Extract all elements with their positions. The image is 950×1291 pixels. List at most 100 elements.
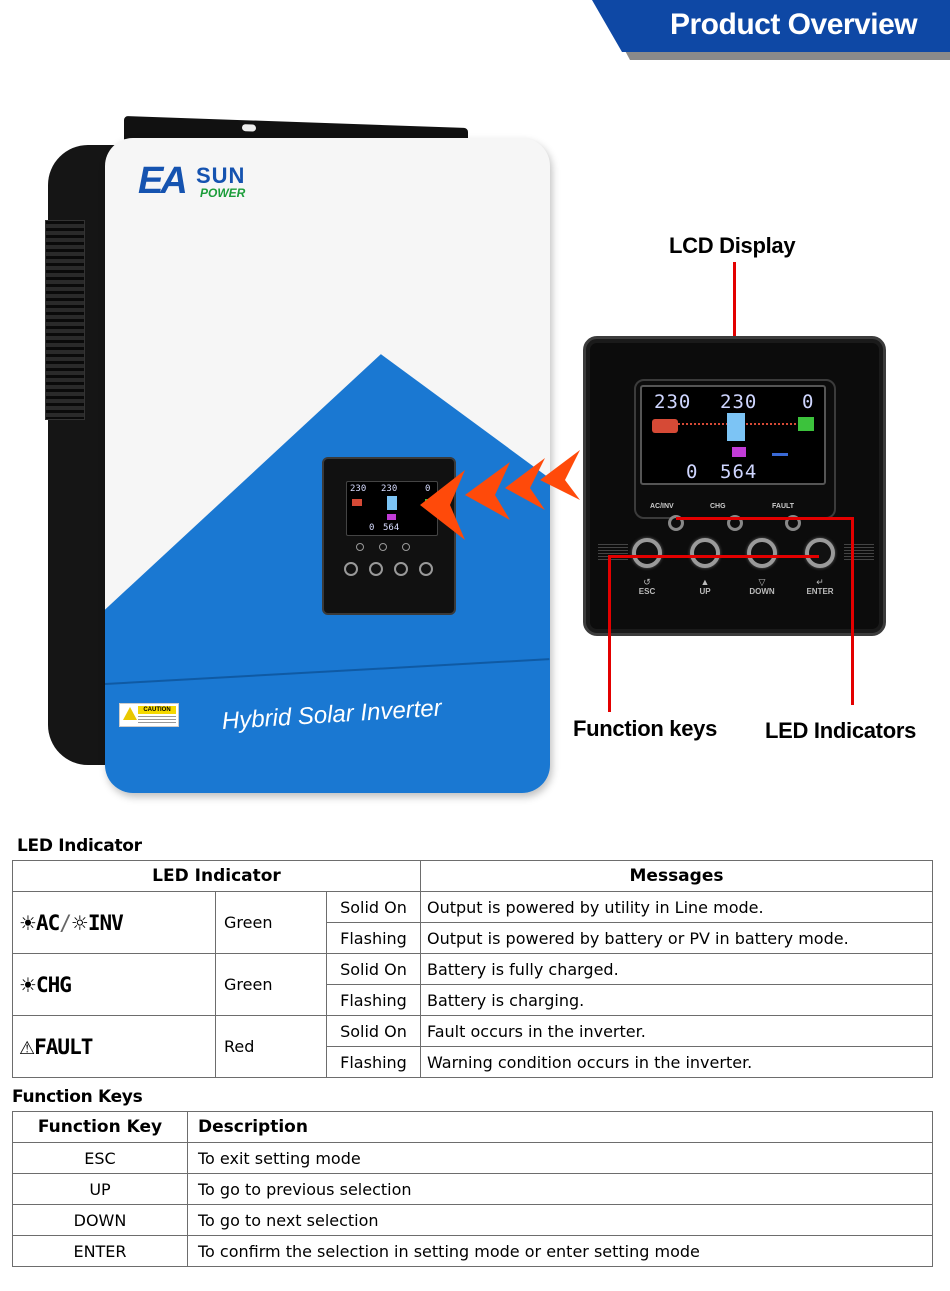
esc-key-label: ESC <box>638 587 656 596</box>
mini-esc-button <box>344 562 358 576</box>
up-key-label: UP <box>699 587 711 596</box>
status-bar-icon <box>772 453 788 456</box>
led-message: Battery is charging. <box>420 984 933 1016</box>
caution-sticker: CAUTION <box>119 703 179 727</box>
col-header-description: Description <box>187 1111 933 1143</box>
function-key: DOWN <box>12 1204 188 1236</box>
mini-battery-icon <box>387 514 396 520</box>
col-header-messages: Messages <box>420 860 933 892</box>
lcd-input-voltage: 230 <box>654 391 692 413</box>
table-row: ESC To exit setting mode <box>12 1142 933 1174</box>
led-label-fault: FAULT <box>772 503 795 510</box>
mini-input-voltage: 230 <box>350 484 367 494</box>
callout-line-keys-v <box>608 555 611 712</box>
down-key-label: DOWN <box>749 587 775 596</box>
chevron-left-icon <box>465 462 510 520</box>
logo-sun: SUN <box>196 163 246 188</box>
speaker-grille-right <box>844 544 874 562</box>
table-header-row: LED Indicator Messages <box>12 860 933 892</box>
esc-icon: ↺ <box>643 577 651 587</box>
lcd-output-voltage: 230 <box>720 391 758 413</box>
sun-solid-icon: ☀ <box>19 972 37 997</box>
battery-icon <box>732 447 746 457</box>
lcd-load: 0 <box>802 391 815 413</box>
enter-key-label: ENTER <box>806 587 834 596</box>
down-key[interactable] <box>747 538 777 568</box>
function-key: ENTER <box>12 1235 188 1267</box>
chevron-left-icon <box>420 470 465 540</box>
warning-triangle-icon: ⚠ <box>19 1037 35 1059</box>
led-name-separator: / <box>59 910 72 935</box>
led-name-ac-inv: ☀AC/☼INV <box>12 891 216 954</box>
table-row: Flashing Battery is charging. <box>13 984 933 1016</box>
col-header-function-key: Function Key <box>12 1111 188 1143</box>
up-key[interactable] <box>690 538 720 568</box>
function-section-heading: Function Keys <box>12 1087 143 1107</box>
led-mode: Solid On <box>326 1015 421 1047</box>
led-name-ac: AC <box>35 910 60 935</box>
table-row: ☀CHG Green Solid On Battery is fully cha… <box>12 953 933 1016</box>
inverter-icon <box>727 413 745 441</box>
table-row: DOWN To go to next selection <box>12 1204 933 1236</box>
bracket-hole <box>242 124 256 132</box>
sun-solid-icon: ☀ <box>19 910 37 935</box>
led-name-chg: ☀CHG <box>12 953 216 1016</box>
mini-up-button <box>369 562 383 576</box>
lcd-pv-value: 0 <box>686 461 699 483</box>
callout-function-keys: Function keys <box>573 716 718 741</box>
inverter-front-panel <box>105 138 550 793</box>
callout-line-leds-h <box>676 517 853 520</box>
led-color: Green <box>215 953 327 1016</box>
side-vent <box>45 220 85 420</box>
pointer-arrows-icon <box>420 450 580 540</box>
callout-line-leds-v <box>851 517 854 705</box>
led-name-inv: INV <box>87 910 124 935</box>
table-row: UP To go to previous selection <box>12 1173 933 1205</box>
speaker-grille-left <box>598 544 628 562</box>
warning-triangle-icon <box>123 707 137 720</box>
led-mode: Flashing <box>326 922 421 954</box>
function-key: UP <box>12 1173 188 1205</box>
logo-ea: EA <box>138 160 188 202</box>
mini-led <box>379 543 387 551</box>
pv-panel-icon <box>652 419 678 433</box>
function-keys-table: Function Key Description ESC To exit set… <box>12 1111 933 1267</box>
mini-pv-value: 0 <box>369 523 375 533</box>
esc-key[interactable] <box>632 538 662 568</box>
load-flow-line <box>746 423 796 425</box>
led-label-chg: CHG <box>710 503 726 510</box>
function-description: To confirm the selection in setting mode… <box>187 1235 933 1267</box>
function-description: To exit setting mode <box>187 1142 933 1174</box>
led-indicator-table: LED Indicator Messages ☀AC/☼INV Green So… <box>12 860 933 1078</box>
led-mode: Flashing <box>326 1046 421 1078</box>
down-icon: ▽ <box>758 577 766 587</box>
control-panel-closeup: 230 230 0 0 564 AC/INV CHG FAULT ↺ ▲ ▽ ↵… <box>583 336 886 636</box>
led-section-heading: LED Indicator <box>17 836 142 856</box>
led-label-ac-inv: AC/INV <box>650 503 674 510</box>
page-title: Product Overview <box>670 8 918 41</box>
sun-outline-icon: ☼ <box>70 910 89 935</box>
table-row: ⚠FAULT Red Solid On Fault occurs in the … <box>12 1015 933 1078</box>
table-row: Flashing Warning condition occurs in the… <box>13 1046 933 1078</box>
pv-flow-line <box>678 423 728 425</box>
table-row: ENTER To confirm the selection in settin… <box>12 1235 933 1267</box>
led-message: Output is powered by battery or PV in ba… <box>420 922 933 954</box>
led-mode: Flashing <box>326 984 421 1016</box>
lcd-screen: 230 230 0 0 564 <box>640 385 826 485</box>
mini-led <box>356 543 364 551</box>
callout-led-indicators: LED Indicators <box>765 718 917 743</box>
enter-key[interactable] <box>805 538 835 568</box>
callout-lcd-display: LCD Display <box>669 233 796 258</box>
function-description: To go to previous selection <box>187 1173 933 1205</box>
logo-power: POWER <box>200 186 246 200</box>
enter-icon: ↵ <box>816 577 824 587</box>
function-key: ESC <box>12 1142 188 1174</box>
mini-enter-button <box>419 562 433 576</box>
lcd-battery-value: 564 <box>720 461 758 483</box>
led-message: Battery is fully charged. <box>420 953 933 985</box>
callout-line-lcd <box>733 262 736 402</box>
mini-down-button <box>394 562 408 576</box>
function-description: To go to next selection <box>187 1204 933 1236</box>
led-color: Red <box>215 1015 327 1078</box>
home-load-icon <box>798 417 814 431</box>
